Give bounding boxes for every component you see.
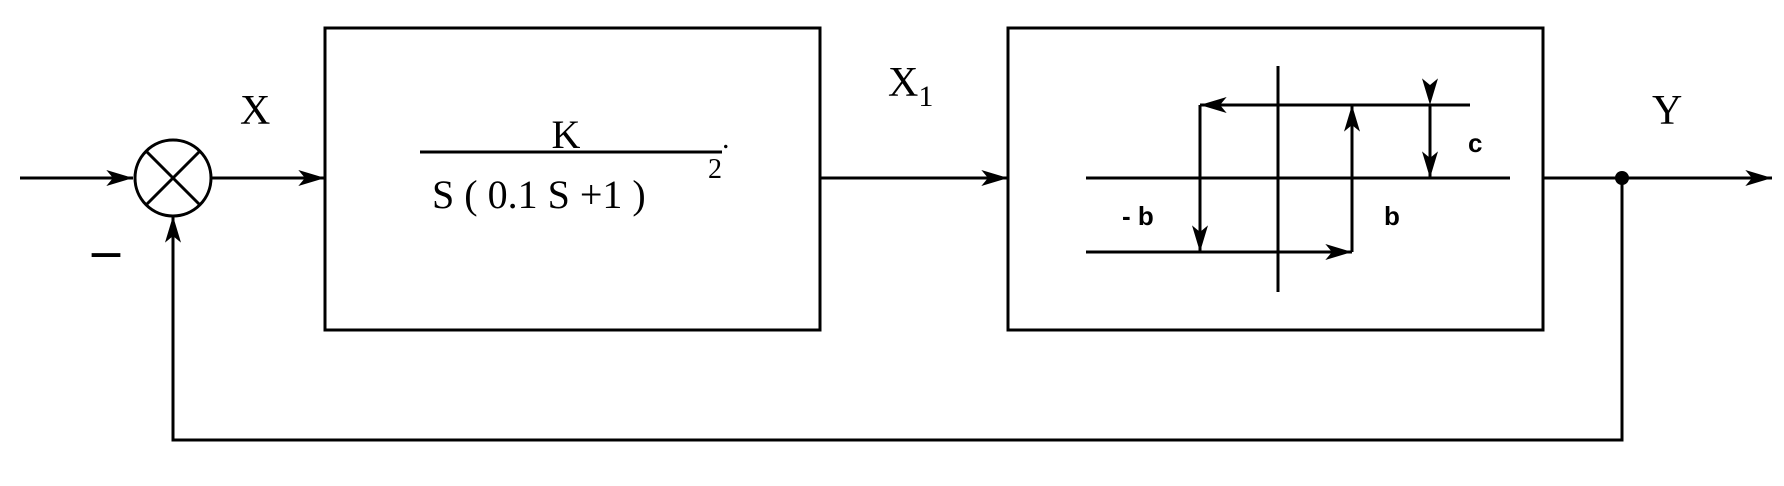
nl-pos-threshold-label: b [1384, 201, 1400, 231]
tf-exponent: 2 [708, 154, 722, 185]
tf-trailing-dot: . [722, 122, 730, 155]
feedback-path [165, 178, 1624, 442]
signal-x-label: X [240, 88, 270, 134]
nl-neg-threshold-label: - b [1122, 201, 1154, 231]
feedback-minus-sign: – [91, 219, 121, 281]
signal-x1-label: X1 [888, 60, 933, 113]
tf-numerator: K [552, 112, 581, 157]
summing-junction [133, 138, 213, 218]
signal-y-label: Y [1652, 88, 1682, 134]
tf-denominator: S ( 0.1 S +1 ) [432, 172, 646, 217]
nl-amplitude-label: c [1468, 128, 1482, 158]
hysteresis-characteristic [1086, 66, 1510, 292]
transfer-function-block [323, 26, 822, 332]
